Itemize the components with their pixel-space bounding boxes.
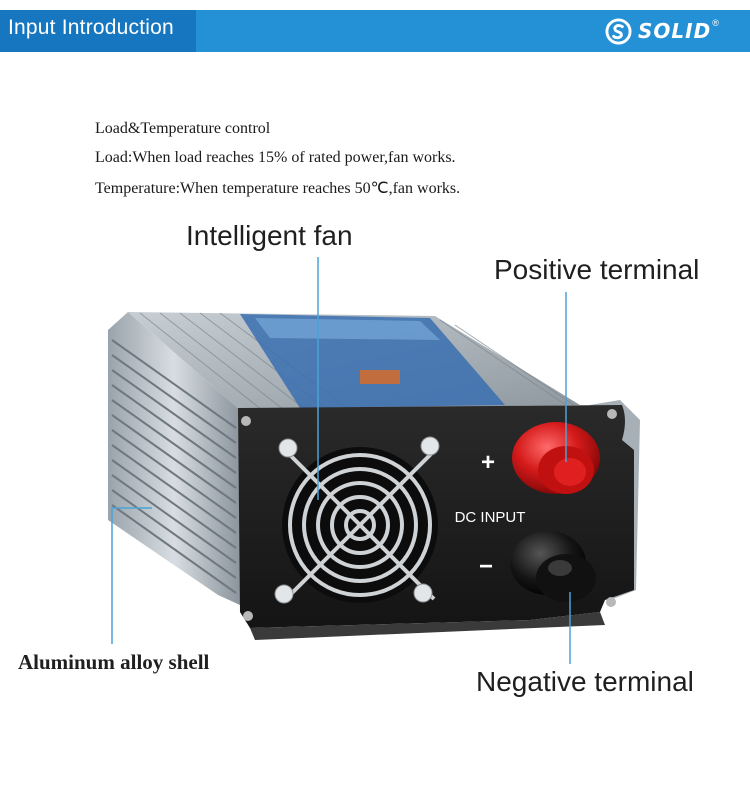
fan-grille-icon bbox=[274, 436, 440, 604]
brand-name: SOLID bbox=[638, 19, 712, 43]
description-load: Load:When load reaches 15% of rated powe… bbox=[95, 149, 456, 166]
minus-sign: − bbox=[479, 553, 493, 580]
negative-terminal-icon bbox=[510, 531, 596, 602]
registered-mark: ® bbox=[712, 18, 719, 28]
shell-callout-label: Aluminum alloy shell bbox=[18, 650, 210, 674]
header-tab bbox=[0, 10, 196, 52]
page-header: Input Introduction SOLID ® bbox=[0, 0, 750, 52]
shell-callout-line bbox=[111, 507, 152, 644]
positive-callout-label: Positive terminal bbox=[494, 254, 700, 285]
description-temperature: Temperature:When temperature reaches 50℃… bbox=[95, 180, 461, 197]
negative-callout-label: Negative terminal bbox=[476, 666, 694, 697]
screw-icon bbox=[241, 409, 617, 621]
fan-callout-label: Intelligent fan bbox=[186, 220, 353, 251]
plus-sign: + bbox=[481, 449, 495, 476]
side-fins bbox=[111, 339, 237, 594]
brand-logo: SOLID ® bbox=[605, 17, 719, 45]
solid-logo-icon bbox=[605, 17, 632, 45]
positive-terminal-icon bbox=[512, 422, 600, 494]
dc-input-label: DC INPUT bbox=[455, 509, 526, 526]
description-heading: Load&Temperature control bbox=[95, 120, 271, 137]
page-title: Input Introduction bbox=[8, 16, 174, 39]
